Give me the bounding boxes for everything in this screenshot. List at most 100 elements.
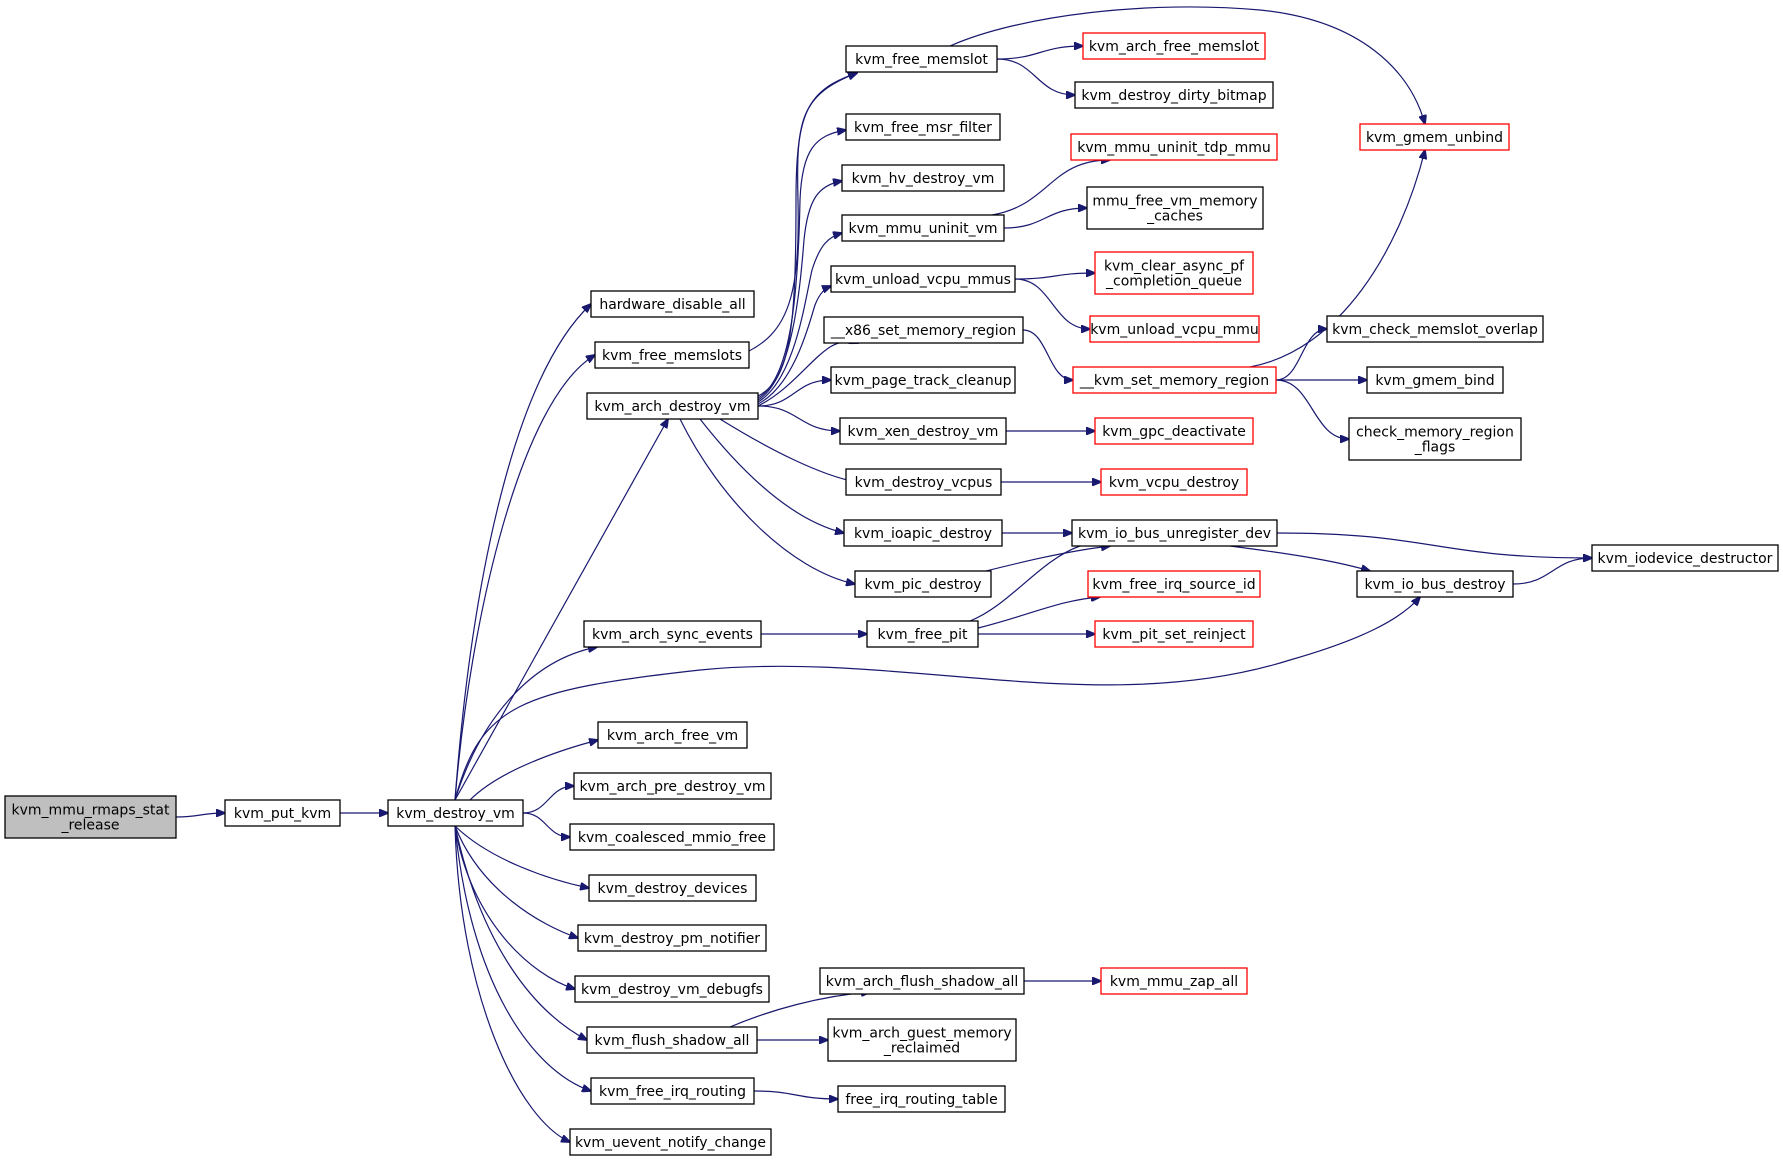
node-free-irq-table[interactable]: free_irq_routing_table xyxy=(837,1085,1006,1113)
call-edge-free-irq-routing-to-free-irq-table xyxy=(753,1090,838,1099)
node-free-msr[interactable]: kvm_free_msr_filter xyxy=(845,113,1001,141)
call-edge-arch-destroy-to-page-track xyxy=(757,380,831,407)
call-edge-arch-destroy-to-mmu-uninit xyxy=(757,233,842,403)
node-box xyxy=(1074,81,1274,109)
node-free-memslots[interactable]: kvm_free_memslots xyxy=(594,341,750,369)
node-box xyxy=(1070,133,1278,161)
node-page-track[interactable]: kvm_page_track_cleanup xyxy=(830,366,1016,394)
node-ioapic[interactable]: kvm_ioapic_destroy xyxy=(843,519,1003,547)
node-check-overlap[interactable]: kvm_check_memslot_overlap xyxy=(1326,315,1544,343)
node-put-kvm[interactable]: kvm_put_kvm xyxy=(224,799,341,827)
node-destroy-debugfs[interactable]: kvm_destroy_vm_debugfs xyxy=(574,975,770,1003)
node-box xyxy=(845,45,998,73)
call-edge-destroy-vm-to-io-bus-destroy xyxy=(454,597,1420,801)
node-free-irq-routing[interactable]: kvm_free_irq_routing xyxy=(590,1077,755,1105)
node-box xyxy=(837,1085,1006,1113)
node-box xyxy=(830,366,1016,394)
node-root[interactable]: kvm_mmu_rmaps_stat_release xyxy=(4,795,177,839)
node-label: kvm_gmem_bind xyxy=(1375,373,1494,389)
node-destroy-devices[interactable]: kvm_destroy_devices xyxy=(588,874,757,902)
node-label: kvm_arch_guest_memory xyxy=(832,1026,1011,1042)
node-box xyxy=(597,721,748,749)
node-flush-shadow[interactable]: kvm_flush_shadow_all xyxy=(586,1026,758,1054)
node-box xyxy=(1100,468,1248,496)
node-pit-reinject[interactable]: kvm_pit_set_reinject xyxy=(1094,620,1254,648)
node-pic[interactable]: kvm_pic_destroy xyxy=(854,570,992,598)
node-box xyxy=(586,1026,758,1054)
call-edge-io-unregister-to-io-bus-destroy xyxy=(1229,545,1370,571)
node-mmu-free-caches[interactable]: mmu_free_vm_memory_caches xyxy=(1086,186,1264,230)
node-destroy-vcpus[interactable]: kvm_destroy_vcpus xyxy=(845,468,1002,496)
node-label: kvm_flush_shadow_all xyxy=(595,1033,750,1049)
node-io-bus-destroy[interactable]: kvm_io_bus_destroy xyxy=(1356,570,1514,598)
node-label: kvm_pic_destroy xyxy=(864,577,981,593)
node-label: kvm_unload_vcpu_mmu xyxy=(1090,322,1259,338)
node-box xyxy=(1086,186,1264,230)
node-uevent[interactable]: kvm_uevent_notify_change xyxy=(569,1128,772,1156)
node-x86-set-mem[interactable]: __x86_set_memory_region xyxy=(823,316,1024,344)
node-clear-async[interactable]: kvm_clear_async_pf_completion_queue xyxy=(1094,251,1254,295)
node-box xyxy=(569,823,775,851)
node-xen-destroy[interactable]: kvm_xen_destroy_vm xyxy=(839,417,1007,445)
node-gpc-deactivate[interactable]: kvm_gpc_deactivate xyxy=(1094,417,1254,445)
call-edge-set-mem-region-to-gmem-unbind xyxy=(1249,150,1425,368)
node-box xyxy=(841,164,1005,192)
node-hw-disable[interactable]: hardware_disable_all xyxy=(590,290,755,318)
node-uninit-tdp[interactable]: kvm_mmu_uninit_tdp_mmu xyxy=(1070,133,1278,161)
node-box xyxy=(1326,315,1544,343)
call-edge-unload-vcpu-mmus-to-clear-async xyxy=(1014,273,1095,280)
node-arch-destroy[interactable]: kvm_arch_destroy_vm xyxy=(586,392,759,420)
node-label: kvm_put_kvm xyxy=(234,806,331,822)
node-label: kvm_arch_flush_shadow_all xyxy=(826,974,1019,990)
node-box xyxy=(387,799,524,827)
call-edge-destroy-vm-to-destroy-devices xyxy=(454,825,589,888)
node-free-memslot[interactable]: kvm_free_memslot xyxy=(845,45,998,73)
node-arch-pre[interactable]: kvm_arch_pre_destroy_vm xyxy=(573,772,772,800)
node-destroy-dirty[interactable]: kvm_destroy_dirty_bitmap xyxy=(1074,81,1274,109)
node-label: kvm_destroy_vm_debugfs xyxy=(581,982,763,998)
node-label: kvm_hv_destroy_vm xyxy=(852,171,995,187)
node-label: kvm_io_bus_unregister_dev xyxy=(1078,526,1271,542)
node-arch-free-vm[interactable]: kvm_arch_free_vm xyxy=(597,721,748,749)
node-unload-vcpu-mmus[interactable]: kvm_unload_vcpu_mmus xyxy=(830,265,1016,293)
node-destroy-vm[interactable]: kvm_destroy_vm xyxy=(387,799,524,827)
call-edge-arch-destroy-to-ioapic xyxy=(699,418,844,533)
node-mmu-uninit[interactable]: kvm_mmu_uninit_vm xyxy=(841,214,1005,242)
node-mmu-zap-all[interactable]: kvm_mmu_zap_all xyxy=(1100,967,1248,995)
call-edge-destroy-vm-to-arch-pre xyxy=(522,786,574,814)
node-label: kvm_destroy_devices xyxy=(598,881,748,897)
call-edge-arch-destroy-to-free-msr xyxy=(757,130,846,399)
node-gmem-bind[interactable]: kvm_gmem_bind xyxy=(1366,366,1504,394)
node-label: kvm_arch_free_memslot xyxy=(1089,39,1260,55)
node-label: kvm_coalesced_mmio_free xyxy=(578,830,766,846)
node-box xyxy=(1089,315,1260,343)
node-hv-destroy[interactable]: kvm_hv_destroy_vm xyxy=(841,164,1005,192)
call-edge-destroy-vm-to-arch-destroy xyxy=(454,419,668,801)
node-box xyxy=(577,924,767,952)
node-coalesced[interactable]: kvm_coalesced_mmio_free xyxy=(569,823,775,851)
call-edge-free-memslots-to-free-memslot xyxy=(748,73,857,352)
node-label: check_memory_region xyxy=(1356,425,1514,441)
node-arch-free-memslot[interactable]: kvm_arch_free_memslot xyxy=(1082,32,1266,60)
node-iodevice-dtor[interactable]: kvm_iodevice_destructor xyxy=(1591,544,1779,572)
node-box xyxy=(827,1018,1017,1062)
node-box xyxy=(854,570,992,598)
node-guest-reclaimed[interactable]: kvm_arch_guest_memory_reclaimed xyxy=(827,1018,1017,1062)
node-unload-vcpu-mmu[interactable]: kvm_unload_vcpu_mmu xyxy=(1089,315,1260,343)
node-destroy-pm[interactable]: kvm_destroy_pm_notifier xyxy=(577,924,767,952)
node-label: kvm_page_track_cleanup xyxy=(834,373,1011,389)
call-edge-set-mem-region-to-check-flags xyxy=(1275,379,1349,439)
node-label: kvm_mmu_uninit_tdp_mmu xyxy=(1077,140,1270,156)
node-label: kvm_gmem_unbind xyxy=(1366,130,1503,146)
node-gmem-unbind[interactable]: kvm_gmem_unbind xyxy=(1359,123,1510,151)
node-label: kvm_io_bus_destroy xyxy=(1364,577,1505,593)
node-label: kvm_arch_sync_events xyxy=(592,627,753,643)
node-vcpu-destroy[interactable]: kvm_vcpu_destroy xyxy=(1100,468,1248,496)
node-arch-flush[interactable]: kvm_arch_flush_shadow_all xyxy=(819,967,1025,995)
node-check-flags[interactable]: check_memory_region_flags xyxy=(1348,417,1522,461)
node-free-irq-source[interactable]: kvm_free_irq_source_id xyxy=(1087,570,1261,598)
node-free-pit[interactable]: kvm_free_pit xyxy=(866,620,979,648)
node-arch-sync[interactable]: kvm_arch_sync_events xyxy=(583,620,762,648)
node-io-unregister[interactable]: kvm_io_bus_unregister_dev xyxy=(1071,519,1278,547)
node-set-mem-region[interactable]: __kvm_set_memory_region xyxy=(1072,366,1277,394)
